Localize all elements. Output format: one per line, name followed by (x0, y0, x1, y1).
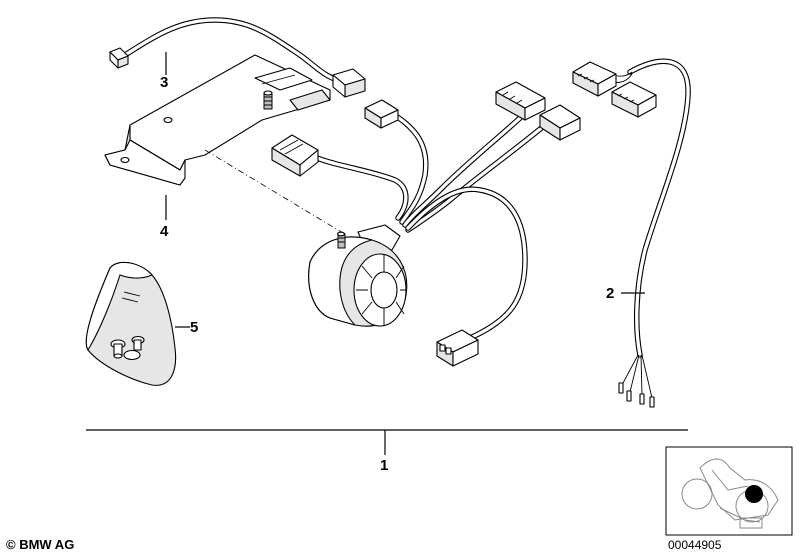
label-part-1: 1 (380, 457, 388, 474)
harness-plug-top-right-b (539, 104, 581, 141)
part-5-cover[interactable] (85, 261, 177, 386)
alarm-siren (308, 224, 408, 327)
label-part-4: 4 (160, 223, 169, 240)
location-marker (745, 485, 763, 503)
leader-lines (86, 52, 688, 455)
part-2-cable[interactable] (572, 58, 691, 408)
part-2-connector-a (572, 61, 617, 97)
harness-plug-middle (364, 99, 399, 129)
bracket-stud (263, 90, 273, 110)
part-3-cable[interactable] (109, 17, 366, 98)
label-part-5: 5 (190, 319, 198, 336)
harness-plug-bottom (436, 329, 479, 367)
cover-screws (110, 335, 145, 361)
label-part-2: 2 (606, 285, 614, 302)
label-part-3: 3 (160, 74, 168, 91)
assembly-line (204, 149, 344, 234)
location-thumbnail (665, 446, 793, 536)
part-2-connector-b (611, 81, 657, 118)
copyright-text: © BMW AG (6, 537, 75, 552)
part-2-wire-ends (618, 354, 655, 408)
part-1-alarm-harness[interactable] (271, 81, 581, 367)
document-number: 00044905 (668, 538, 722, 552)
part-4-bracket[interactable] (104, 54, 331, 186)
part-3-left-plug (109, 47, 129, 69)
part-3-right-connector (332, 68, 366, 98)
harness-plug-left (271, 134, 319, 177)
harness-plug-top-right-a (495, 81, 546, 121)
